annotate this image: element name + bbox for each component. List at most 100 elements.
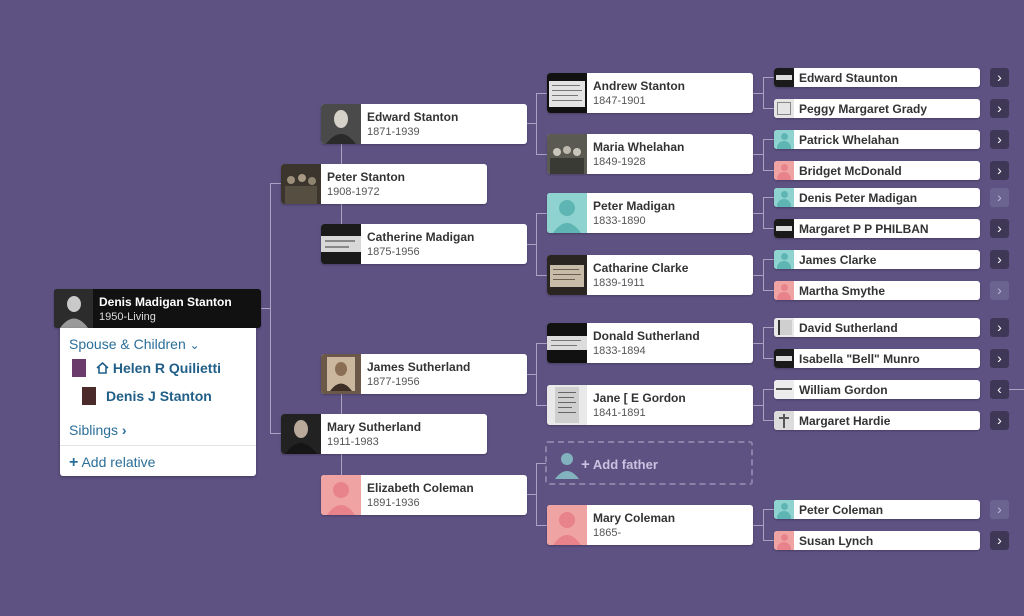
person-name: Bridget McDonald bbox=[799, 163, 902, 178]
expand-ancestors-button[interactable]: › bbox=[990, 411, 1009, 430]
connector-line bbox=[763, 170, 774, 171]
person-photo bbox=[774, 318, 794, 337]
connector-line bbox=[763, 540, 774, 541]
expand-ancestors-button[interactable]: › bbox=[990, 130, 1009, 149]
connector-line bbox=[341, 204, 342, 224]
connector-line bbox=[763, 197, 764, 229]
document-photo bbox=[547, 323, 587, 363]
person-dates: 1841-1891 bbox=[593, 407, 646, 419]
person-card-mother[interactable]: Mary Sutherland 1911-1983 bbox=[281, 414, 487, 454]
person-card-gen3[interactable]: Catharine Clarke 1839-1911 bbox=[547, 255, 753, 295]
chevron-right-icon: › bbox=[997, 131, 1002, 147]
person-card-gen4[interactable]: Peggy Margaret Grady bbox=[774, 99, 980, 118]
expand-ancestors-button[interactable]: › bbox=[990, 99, 1009, 118]
spouse-children-toggle[interactable]: Spouse & Children ⌄ bbox=[69, 336, 200, 352]
person-card-gen4[interactable]: Patrick Whelahan bbox=[774, 130, 980, 149]
chevron-right-icon: › bbox=[997, 251, 1002, 267]
person-card-gen3[interactable]: Andrew Stanton 1847-1901 bbox=[547, 73, 753, 113]
person-card-maternal-grandfather[interactable]: James Sutherland 1877-1956 bbox=[321, 354, 527, 394]
expand-ancestors-button[interactable]: › bbox=[990, 318, 1009, 337]
person-card-paternal-grandfather[interactable]: Edward Stanton 1871-1939 bbox=[321, 104, 527, 144]
connector-line bbox=[527, 374, 537, 375]
child-photo bbox=[82, 387, 96, 405]
expand-ancestors-button[interactable]: › bbox=[990, 188, 1009, 207]
person-card-father[interactable]: Peter Stanton 1908-1972 bbox=[281, 164, 487, 204]
person-card-gen4[interactable]: Susan Lynch bbox=[774, 531, 980, 550]
person-card-paternal-grandmother[interactable]: Catherine Madigan 1875-1956 bbox=[321, 224, 527, 264]
person-photo bbox=[321, 104, 361, 144]
person-dates: 1871-1939 bbox=[367, 126, 420, 138]
expand-ancestors-button[interactable]: › bbox=[990, 250, 1009, 269]
connector-line bbox=[270, 183, 271, 433]
person-photo bbox=[547, 134, 587, 174]
person-dates: 1950-Living bbox=[99, 310, 156, 323]
person-card-gen3[interactable]: Donald Sutherland 1833-1894 bbox=[547, 323, 753, 363]
person-card-maternal-grandmother[interactable]: Elizabeth Coleman 1891-1936 bbox=[321, 475, 527, 515]
connector-line bbox=[763, 108, 774, 109]
expand-ancestors-button[interactable]: › bbox=[990, 219, 1009, 238]
connector-line bbox=[536, 275, 548, 276]
family-popup: Spouse & Children ⌄ Helen R Quilietti De… bbox=[60, 328, 256, 476]
person-name: Catherine Madigan bbox=[367, 230, 475, 244]
group-photo bbox=[547, 134, 587, 174]
add-father-button[interactable]: + Add father bbox=[545, 441, 753, 485]
person-card-gen3[interactable]: Jane [ E Gordon 1841-1891 bbox=[547, 385, 753, 425]
expand-ancestors-button[interactable]: › bbox=[990, 281, 1009, 300]
person-card-gen4[interactable]: David Sutherland bbox=[774, 318, 980, 337]
person-name: Maria Whelahan bbox=[593, 140, 685, 154]
male-silhouette-icon bbox=[774, 500, 794, 519]
expand-ancestors-button[interactable]: › bbox=[990, 500, 1009, 519]
person-name: Edward Staunton bbox=[799, 70, 898, 85]
person-card-gen4[interactable]: Edward Staunton bbox=[774, 68, 980, 87]
person-card-gen3[interactable]: Peter Madigan 1833-1890 bbox=[547, 193, 753, 233]
connector-line bbox=[536, 463, 537, 525]
spouse-children-label: Spouse & Children bbox=[69, 336, 186, 352]
person-dates: 1877-1956 bbox=[367, 376, 420, 388]
person-name: Margaret Hardie bbox=[799, 413, 891, 428]
person-name: Peter Madigan bbox=[593, 199, 676, 213]
person-card-gen4[interactable]: Bridget McDonald bbox=[774, 161, 980, 180]
person-dates: 1833-1894 bbox=[593, 345, 646, 357]
person-card-gen4[interactable]: Denis Peter Madigan bbox=[774, 188, 980, 207]
person-card-gen4[interactable]: James Clarke bbox=[774, 250, 980, 269]
portrait-photo bbox=[54, 289, 93, 328]
chevron-right-icon: › bbox=[997, 282, 1002, 298]
collapse-ancestors-button[interactable]: ‹ bbox=[990, 380, 1009, 399]
person-photo bbox=[281, 164, 321, 204]
expand-ancestors-button[interactable]: › bbox=[990, 349, 1009, 368]
connector-line bbox=[763, 389, 764, 421]
person-card-gen3[interactable]: Maria Whelahan 1849-1928 bbox=[547, 134, 753, 174]
chevron-down-icon: ⌄ bbox=[189, 338, 200, 352]
expand-ancestors-button[interactable]: › bbox=[990, 161, 1009, 180]
connector-line bbox=[763, 290, 774, 291]
expand-ancestors-button[interactable]: › bbox=[990, 68, 1009, 87]
person-name: Patrick Whelahan bbox=[799, 132, 900, 147]
connector-line bbox=[763, 139, 774, 140]
person-card-gen4[interactable]: Margaret Hardie bbox=[774, 411, 980, 430]
person-card-gen4[interactable]: Peter Coleman bbox=[774, 500, 980, 519]
document-photo bbox=[547, 255, 587, 295]
chevron-right-icon: › bbox=[997, 350, 1002, 366]
silhouette bbox=[553, 200, 581, 233]
spouse-link[interactable]: Helen R Quilietti bbox=[96, 360, 221, 376]
child-link[interactable]: Denis J Stanton bbox=[106, 388, 212, 404]
person-dates: 1865- bbox=[593, 527, 622, 539]
person-photo bbox=[547, 255, 587, 295]
person-photo bbox=[281, 414, 321, 454]
siblings-toggle[interactable]: Siblings › bbox=[69, 422, 127, 438]
connector-line bbox=[753, 525, 763, 526]
person-card-gen4[interactable]: Martha Smythe bbox=[774, 281, 980, 300]
connector-line bbox=[536, 213, 537, 275]
person-card-gen4[interactable]: Isabella "Bell" Munro bbox=[774, 349, 980, 368]
person-name: Peggy Margaret Grady bbox=[799, 101, 928, 116]
root-person-card[interactable]: Denis Madigan Stanton 1950-Living bbox=[54, 289, 261, 328]
person-card-gen3[interactable]: Mary Coleman 1865- bbox=[547, 505, 753, 545]
expand-ancestors-button[interactable]: › bbox=[990, 531, 1009, 550]
connector-line bbox=[536, 405, 548, 406]
connector-line bbox=[763, 197, 774, 198]
connector-line bbox=[763, 389, 774, 390]
document-photo bbox=[321, 224, 361, 264]
add-relative-button[interactable]: + Add relative bbox=[69, 454, 155, 472]
person-card-gen4[interactable]: Margaret P P PHILBAN bbox=[774, 219, 980, 238]
person-card-gen4[interactable]: William Gordon bbox=[774, 380, 980, 399]
